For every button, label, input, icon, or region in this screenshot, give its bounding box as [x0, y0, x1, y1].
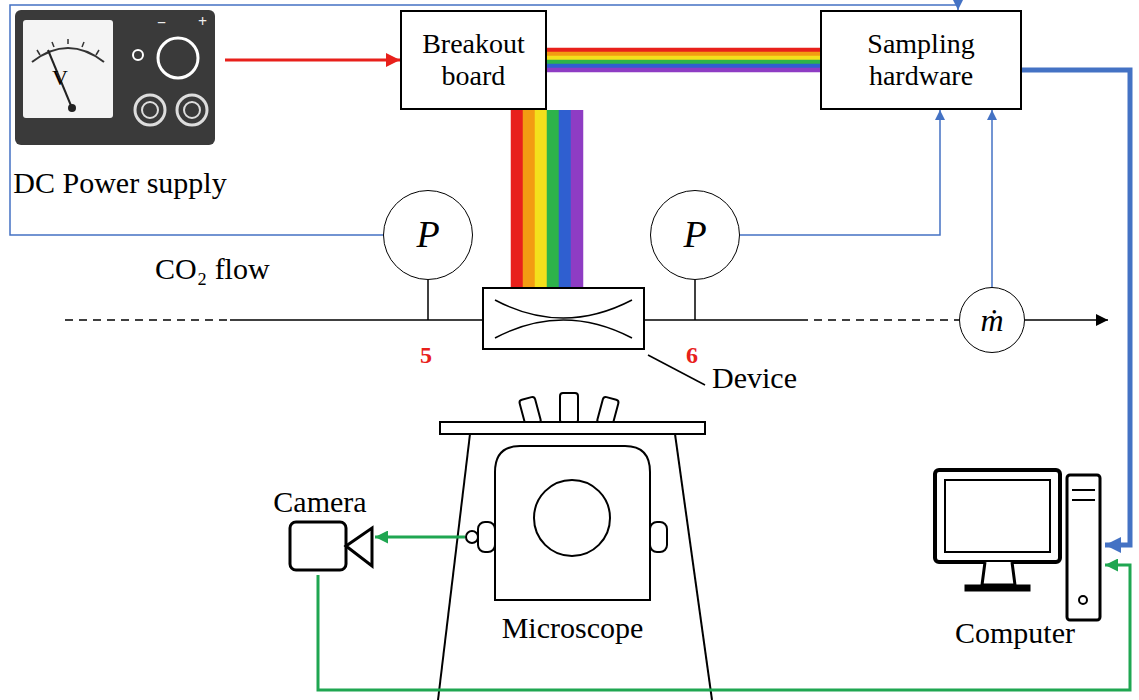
connector [992, 110, 993, 287]
connector-line [740, 110, 940, 235]
node-label: Camera [273, 485, 366, 520]
power-supply-illustration [15, 10, 215, 145]
connector [740, 110, 940, 235]
label-holder: − [157, 14, 166, 32]
station-number: 5 [420, 342, 432, 368]
connector-line [991, 110, 993, 287]
connector-line [225, 59, 400, 62]
connector [225, 60, 400, 61]
computer: Computer [925, 465, 1105, 650]
label-holder: 6 [686, 342, 698, 368]
cable-wire [523, 110, 536, 287]
cable-wire [547, 68, 820, 73]
connector-line [375, 536, 465, 539]
process-box: Breakout board [400, 10, 547, 110]
cable-wire [547, 48, 820, 53]
station-number: 6 [686, 342, 698, 368]
box-label: Sampling hardware [828, 28, 1014, 92]
flow-pipe [65, 280, 1108, 320]
flow-label: CO₂ flow [155, 252, 270, 285]
node-label: ṁ [980, 302, 1003, 339]
connector-line [318, 565, 1130, 690]
label-holder: V [52, 66, 68, 90]
cable-wire [547, 52, 820, 57]
pipe-line [800, 319, 959, 321]
mass-flow-meter: ṁ [959, 287, 1025, 353]
pipe-line [645, 319, 800, 321]
connector [645, 320, 959, 321]
connector [547, 50, 820, 70]
connector [10, 5, 958, 235]
connector [375, 537, 465, 538]
cable-wire [571, 110, 584, 287]
label-holder: + [198, 13, 207, 31]
node-label: Device [712, 361, 797, 396]
connector-line [10, 5, 958, 235]
node-label: P [683, 213, 706, 257]
cable-wire [535, 110, 548, 287]
device-channel [495, 300, 705, 385]
label-holder: CO₂ flow [155, 252, 270, 285]
pressure-sensor: P [650, 190, 740, 280]
pressure-sensor: P [383, 190, 473, 280]
cable-wire [547, 110, 560, 287]
connector-line [1022, 70, 1130, 545]
cable-wire [511, 110, 524, 287]
terminal-sign: + [198, 13, 207, 30]
terminal-sign: − [157, 14, 166, 31]
cable-wire [559, 110, 572, 287]
meter-unit: V [52, 65, 68, 90]
label-holder: 5 [420, 342, 432, 368]
cable-wire [547, 60, 820, 65]
connector [1022, 70, 1130, 545]
microscope: Microscope [465, 388, 680, 700]
node-label: DC Power supply [13, 166, 226, 201]
computer-icon [935, 470, 1100, 620]
device-box: Device [482, 287, 645, 350]
camera: Camera [265, 485, 375, 575]
node-label: Microscope [502, 611, 644, 646]
process-box: Sampling hardware [820, 10, 1022, 110]
power-supply: DC Power supply [15, 10, 225, 200]
node-label: P [416, 213, 439, 257]
node-label: Computer [955, 616, 1075, 651]
connector [517, 110, 577, 287]
cable-wire [547, 64, 820, 69]
cable-wire [547, 56, 820, 61]
connector [318, 565, 1130, 690]
camera-icon [290, 522, 372, 570]
box-label: Breakout board [408, 28, 539, 92]
microscope-illustration [438, 393, 712, 700]
